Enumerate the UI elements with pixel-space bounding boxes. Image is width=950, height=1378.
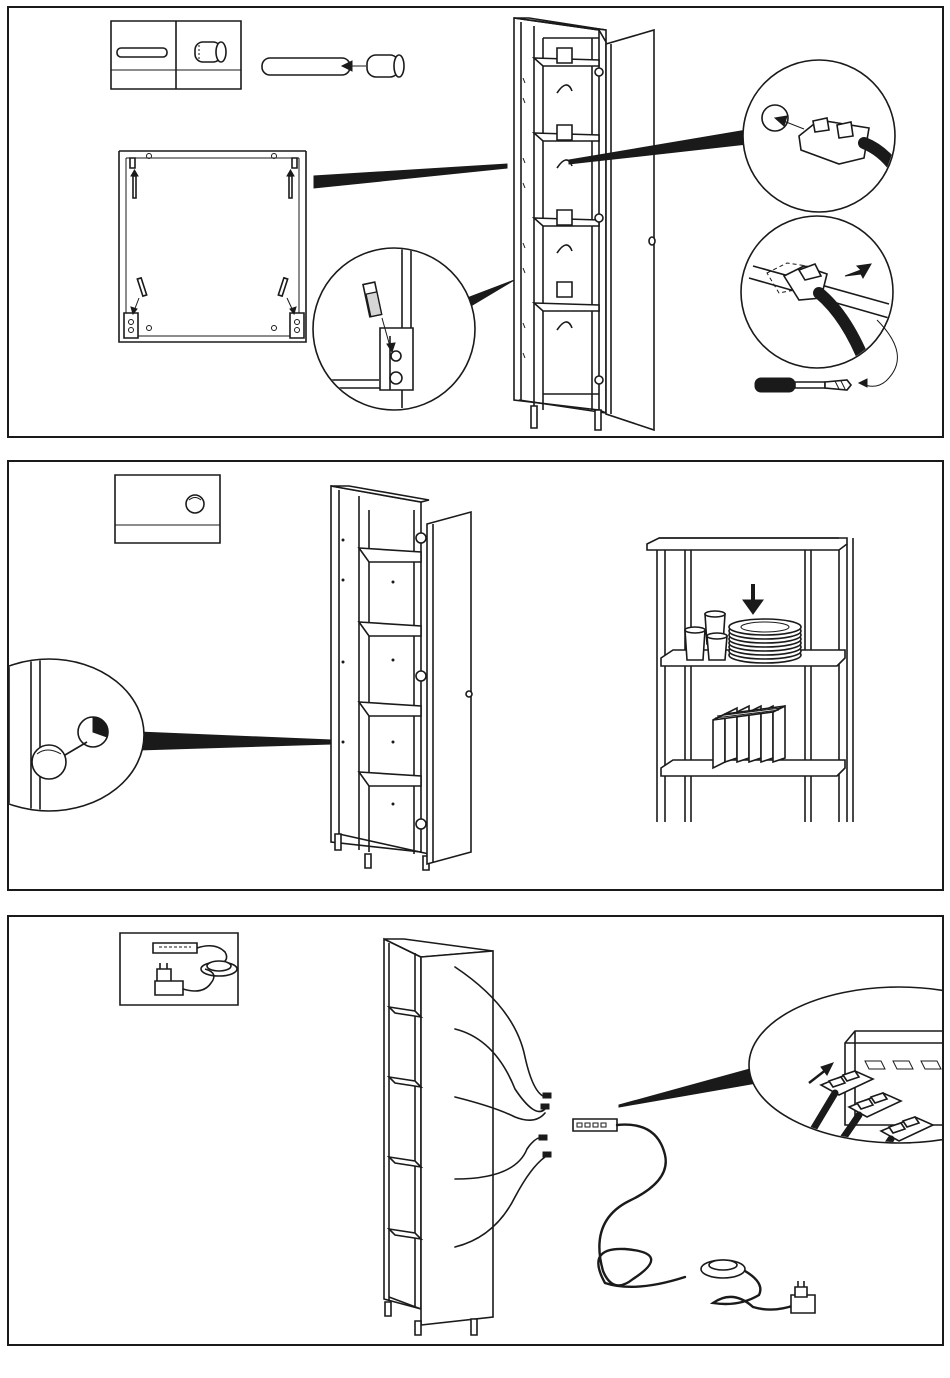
step-2-illustration — [9, 462, 942, 889]
step-2-panel — [7, 460, 944, 891]
parts-box-electrics — [120, 933, 238, 1005]
step-3-panel — [7, 915, 944, 1346]
plates-icon — [729, 619, 801, 663]
door-knob-icon — [466, 691, 472, 697]
cabinet-with-door — [514, 18, 655, 430]
socket-icon — [195, 42, 226, 62]
power-adapter-icon — [791, 1281, 815, 1313]
leader-wedge-back — [314, 164, 507, 188]
zoom-detail-release — [741, 216, 893, 373]
door-knob-icon — [649, 237, 655, 245]
distributor-icon — [573, 1119, 617, 1131]
down-arrow-icon — [743, 584, 763, 614]
step-1-illustration — [9, 8, 942, 436]
cabinet-with-door — [331, 486, 472, 870]
wiring-layout — [573, 1119, 815, 1313]
distributor-icon — [153, 943, 197, 953]
parts-box-dowel-socket — [111, 21, 241, 89]
screwdriver-icon — [755, 378, 851, 392]
rod-insert-icon — [262, 55, 404, 77]
shelf-loading-scene — [647, 538, 853, 822]
step-3-illustration — [9, 917, 942, 1344]
zoom-detail-shelf-pin — [313, 248, 533, 410]
zoom-detail-knob — [9, 657, 331, 814]
zoom-detail-led-clip — [743, 60, 904, 212]
books-icon — [713, 706, 785, 768]
cabinet-with-leds — [384, 939, 551, 1335]
parts-box-knob — [115, 475, 220, 543]
step-1-panel — [7, 6, 944, 438]
zoom-detail-plugs — [749, 987, 942, 1179]
power-adapter-icon — [155, 963, 183, 995]
leader-wedge-distributor — [619, 1067, 757, 1107]
cabinet-back-frame — [119, 151, 306, 342]
dowel-icon — [117, 48, 167, 57]
